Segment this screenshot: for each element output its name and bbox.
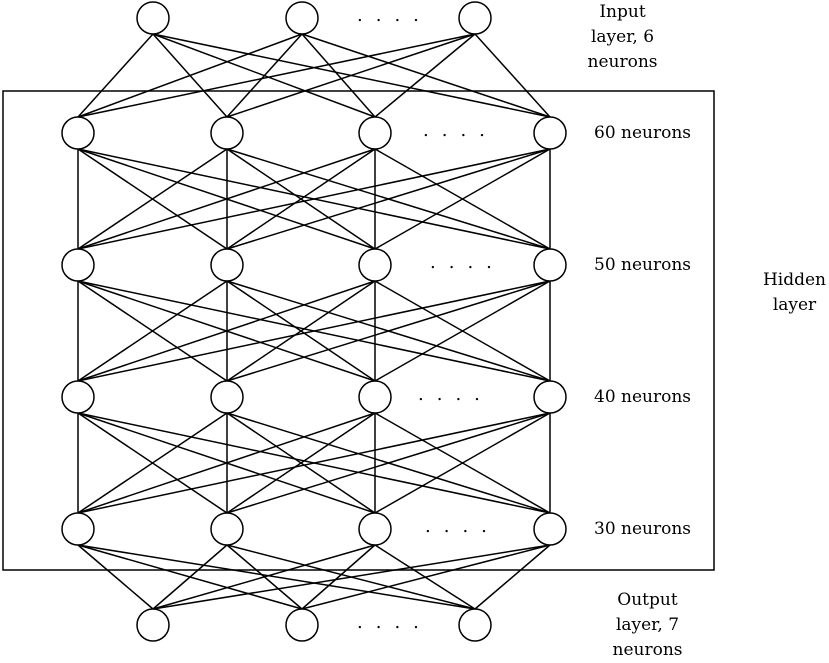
hidden1-label: 60 neurons [594, 123, 692, 143]
connection-line [77, 412, 551, 514]
connection-line [77, 148, 376, 250]
hidden4-neuron [210, 512, 244, 546]
connection-line [226, 280, 551, 382]
connection-line [301, 544, 376, 610]
hidden-layer-box [2, 90, 715, 571]
hidden2-neuron [358, 248, 392, 282]
connection-line [77, 412, 376, 514]
hidden3-neuron [533, 380, 567, 414]
label-line: Input [599, 2, 646, 22]
label-line: Output [617, 590, 678, 610]
label-line: Hidden [762, 270, 827, 290]
connection-line [374, 148, 551, 250]
output-layer-label: Output layer, 7 neurons [600, 588, 695, 663]
label-line: layer [772, 295, 817, 315]
hidden2-neuron [210, 248, 244, 282]
connection-line [474, 544, 551, 610]
output-ellipsis: .... [357, 612, 432, 633]
connection-line [152, 544, 376, 610]
hidden4-neuron [61, 512, 95, 546]
input-neuron [285, 1, 319, 35]
connection-line [374, 280, 551, 382]
label-line: layer, 6 [590, 27, 655, 47]
connection-line [226, 33, 476, 118]
hidden3-neuron [358, 380, 392, 414]
connection-line [77, 33, 154, 118]
connection-line [77, 412, 228, 514]
connection-line [301, 33, 376, 118]
label-line: neurons [612, 640, 683, 660]
connection-line [226, 148, 376, 250]
input-neuron [136, 1, 170, 35]
hidden2-neuron [61, 248, 95, 282]
connection-line [226, 412, 551, 514]
connection-line [474, 33, 551, 118]
input-layer-label: Input layer, 6 neurons [575, 0, 670, 75]
hidden2-ellipsis: .... [430, 252, 505, 273]
connection-line [77, 148, 551, 250]
hidden1-ellipsis: .... [423, 120, 498, 141]
hidden2-label: 50 neurons [594, 255, 692, 275]
hidden3-neuron [210, 380, 244, 414]
connection-line [226, 412, 376, 514]
connection-line [77, 544, 154, 610]
connection-line [152, 544, 228, 610]
input-neuron [458, 1, 492, 35]
connection-line [77, 280, 228, 382]
label-line: layer, 7 [615, 615, 680, 635]
connection-line [77, 544, 476, 610]
hidden2-neuron [533, 248, 567, 282]
output-neuron [285, 608, 319, 642]
hidden3-ellipsis: .... [418, 384, 493, 405]
hidden4-ellipsis: .... [425, 516, 500, 537]
hidden3-neuron [61, 380, 95, 414]
input-ellipsis: .... [357, 5, 432, 26]
connection-line [226, 148, 551, 250]
connection-line [77, 148, 228, 250]
connection-line [226, 33, 303, 118]
label-line: neurons [587, 52, 658, 72]
hidden1-neuron [61, 116, 95, 150]
connection-line [77, 280, 376, 382]
connection-line [77, 280, 551, 382]
output-neuron [136, 608, 170, 642]
hidden4-label: 30 neurons [594, 519, 692, 539]
connection-line [374, 412, 551, 514]
hidden1-neuron [533, 116, 567, 150]
connection-line [226, 280, 376, 382]
hidden4-neuron [533, 512, 567, 546]
hidden1-neuron [210, 116, 244, 150]
connection-line [374, 33, 476, 118]
hidden3-label: 40 neurons [594, 387, 692, 407]
hidden1-neuron [358, 116, 392, 150]
hidden4-neuron [358, 512, 392, 546]
output-neuron [458, 608, 492, 642]
hidden-layer-label: Hidden layer [752, 268, 829, 318]
connection-line [77, 33, 476, 118]
connection-line [152, 544, 551, 610]
connection-line [301, 544, 551, 610]
connection-line [77, 33, 303, 118]
